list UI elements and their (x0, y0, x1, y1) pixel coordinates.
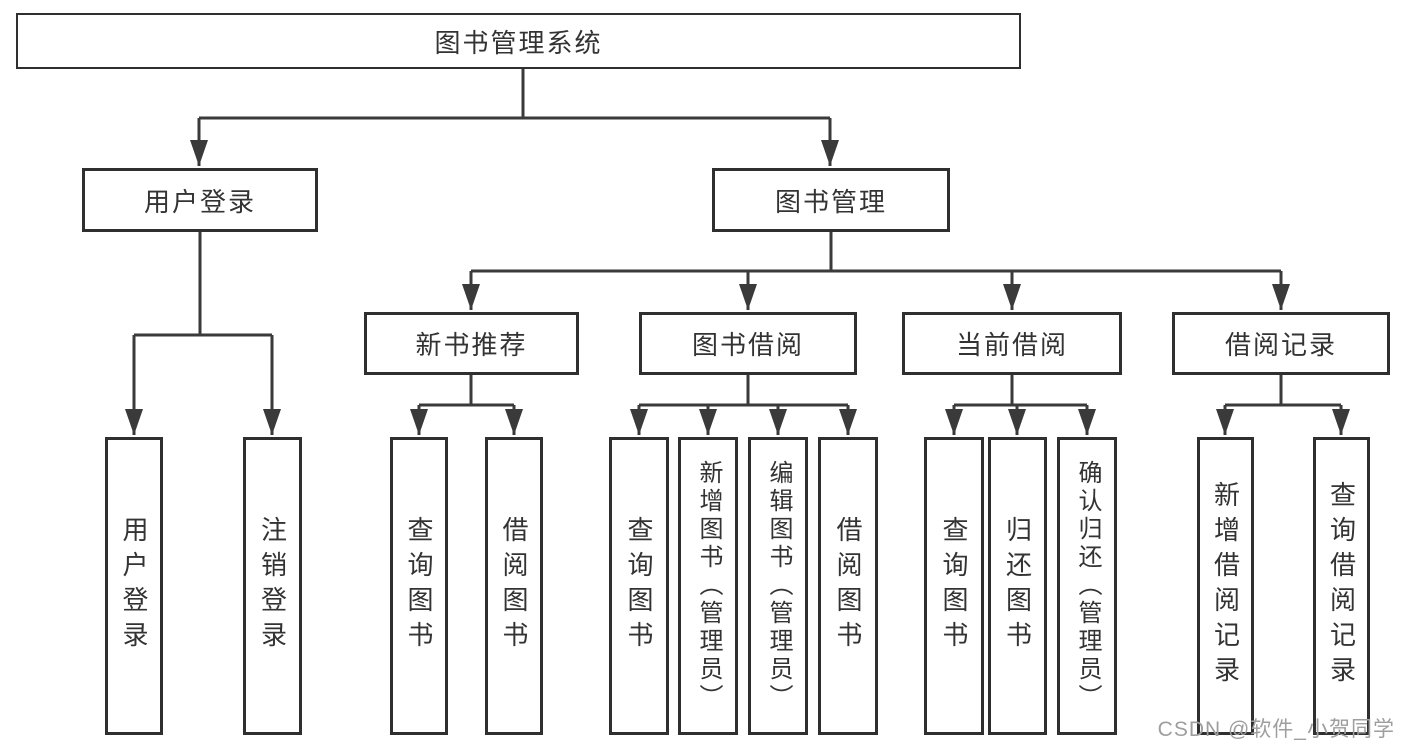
leaf-borrow-query-books-label: 查询图书 (624, 516, 654, 656)
leaf-recommend-borrow-books: 借阅图书 (485, 437, 543, 735)
node-new-book-recommend: 新书推荐 (364, 312, 579, 375)
leaf-user-login-label: 用户登录 (119, 516, 149, 656)
leaf-records-query-record: 查询借阅记录 (1313, 437, 1370, 735)
leaf-current-return-books-label: 归还图书 (1002, 516, 1033, 656)
leaf-current-query-books-label: 查询图书 (939, 516, 969, 656)
leaf-borrow-borrow-books: 借阅图书 (818, 437, 878, 735)
leaf-logout: 注销登录 (243, 437, 302, 735)
leaf-records-add-record-label: 新增借阅记录 (1210, 481, 1241, 691)
leaf-borrow-borrow-books-label: 借阅图书 (833, 516, 863, 656)
node-user-login: 用户登录 (82, 168, 318, 232)
leaf-borrow-add-books-admin: 新增图书（管理员） (678, 437, 738, 735)
node-root-label: 图书管理系统 (434, 27, 603, 58)
leaf-logout-label: 注销登录 (257, 516, 288, 656)
node-borrow-records: 借阅记录 (1172, 312, 1390, 375)
leaf-current-query-books: 查询图书 (924, 437, 984, 735)
leaf-borrow-add-books-admin-label: 新增图书（管理员） (695, 460, 722, 712)
leaf-borrow-query-books: 查询图书 (609, 437, 669, 735)
leaf-borrow-edit-books-admin-label: 编辑图书（管理员） (765, 460, 792, 712)
leaf-user-login: 用户登录 (105, 437, 163, 735)
csdn-watermark: CSDN @软件_小贺同学 (1157, 718, 1395, 741)
leaf-current-confirm-return-admin: 确认归还（管理员） (1057, 437, 1117, 735)
leaf-borrow-edit-books-admin: 编辑图书（管理员） (748, 437, 808, 735)
node-book-borrow-label: 图书借阅 (691, 330, 804, 360)
node-book-borrow: 图书借阅 (639, 312, 857, 375)
node-book-management-label: 图书管理 (774, 186, 887, 217)
node-book-management: 图书管理 (712, 168, 950, 232)
node-borrow-records-label: 借阅记录 (1224, 330, 1337, 360)
leaf-recommend-query-books: 查询图书 (390, 437, 448, 735)
node-user-login-label: 用户登录 (143, 186, 256, 217)
leaf-recommend-query-books-label: 查询图书 (404, 516, 434, 656)
leaf-current-return-books: 归还图书 (988, 437, 1047, 735)
node-new-book-recommend-label: 新书推荐 (415, 330, 528, 360)
leaf-records-query-record-label: 查询借阅记录 (1326, 481, 1357, 691)
leaf-recommend-borrow-books-label: 借阅图书 (499, 516, 529, 656)
node-current-borrow-label: 当前借阅 (955, 330, 1068, 360)
node-root: 图书管理系统 (16, 13, 1021, 69)
leaf-current-confirm-return-admin-label: 确认归还（管理员） (1074, 460, 1101, 712)
leaf-records-add-record: 新增借阅记录 (1197, 437, 1254, 735)
node-current-borrow: 当前借阅 (902, 312, 1122, 375)
